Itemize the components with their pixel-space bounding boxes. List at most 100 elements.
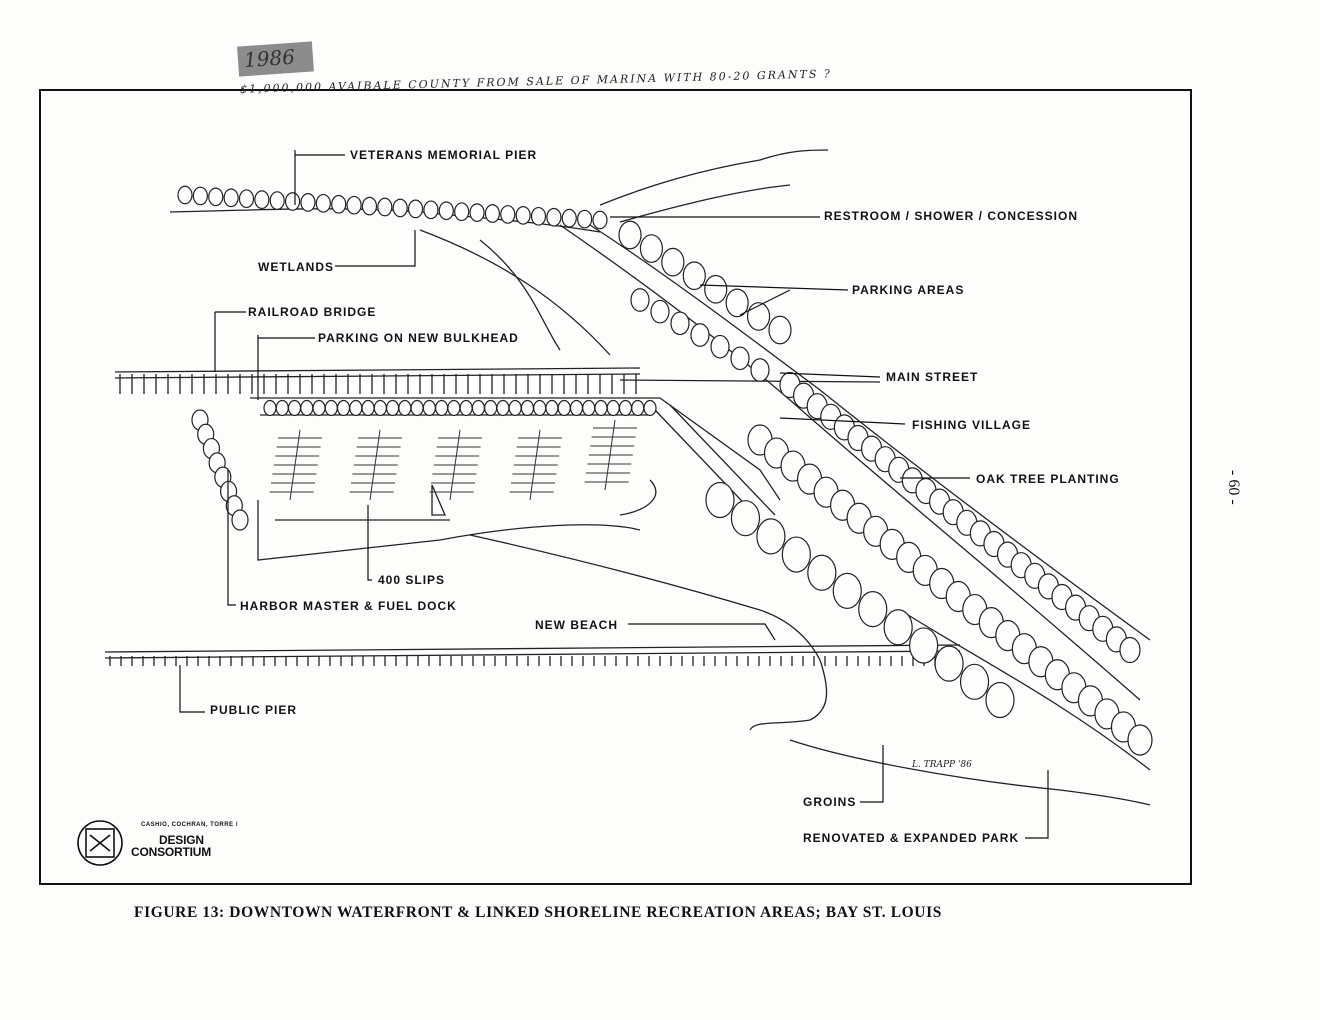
tree [690,323,710,347]
tree [909,627,939,664]
tree [750,358,770,382]
park-shoreline [749,659,828,731]
tree [177,185,193,205]
tree [349,399,363,417]
tree [630,288,650,312]
label-harbor-master: HARBOR MASTER & FUEL DOCK [240,599,457,613]
tree [410,399,424,417]
label-groins: GROINS [803,795,857,809]
label-main-street: MAIN STREET [886,370,979,384]
tree [238,189,255,209]
label-renovated-park: RENOVATED & EXPANDED PARK [803,831,1020,845]
tree [269,191,285,210]
tree [832,572,862,610]
tree [781,536,811,573]
tree [561,208,577,228]
tree [422,399,436,417]
tree [496,399,510,417]
tree [361,399,375,417]
tree [618,399,633,417]
tree [515,206,531,225]
tree [670,311,690,336]
tree [208,187,224,207]
tree [577,209,593,229]
tree [569,399,584,417]
tree [471,399,485,417]
tree [730,500,761,537]
tree [725,288,749,318]
label-400-slips: 400 SLIPS [378,573,446,587]
label-fishing-village: FISHING VILLAGE [912,418,1032,432]
label-veterans-memorial-pier: VETERANS MEMORIAL PIER [350,148,538,162]
label-oak-tree-planting: OAK TREE PLANTING [976,472,1120,486]
logo-text-design: DESIGN [159,833,204,847]
tree [756,518,786,555]
tree [454,202,470,222]
tree [324,399,338,417]
tree [300,399,314,417]
tree [768,315,792,345]
tree [423,200,439,220]
tree [934,645,964,682]
tree [361,196,378,216]
tree [807,554,837,591]
tree [710,334,730,359]
tree [643,399,657,417]
tree [484,399,498,417]
tree [592,210,608,230]
tree [639,234,664,263]
tree [546,207,562,227]
tree [631,399,645,417]
tree [730,346,750,371]
label-wetlands: WETLANDS [258,260,334,274]
tree [192,186,208,206]
logo-small-text: CASHIO, COCHRAN, TORRE / [141,822,238,828]
tree [254,190,270,209]
tree [746,302,771,331]
tree [469,203,485,222]
tree [377,197,393,217]
tree [407,199,424,219]
tree [484,204,501,223]
label-new-beach: NEW BEACH [535,618,618,632]
harbor-bulkhead [250,397,781,501]
leader-lines [179,150,1049,839]
tree [985,681,1015,719]
public-pier [104,644,961,666]
logo-mark [77,820,123,866]
tree [545,399,559,417]
tree [682,261,706,291]
railroad-bridge [114,367,641,394]
tree [392,198,408,218]
tree [533,399,547,417]
tree [435,399,449,417]
tree [858,590,888,628]
tree [704,274,728,304]
tree [263,399,277,417]
figure-frame [39,89,1192,885]
hill-outline [599,149,829,206]
handwritten-year: 1986 [237,41,314,77]
tree [650,299,670,324]
tree [1119,636,1141,664]
tree [520,399,535,417]
tree [661,247,685,277]
tree [557,399,571,417]
label-parking-bulkhead: PARKING ON NEW BULKHEAD [318,331,519,345]
new-beach-edge [469,534,821,661]
tree [398,399,412,417]
tree [275,399,289,417]
tree [300,193,316,212]
tree [312,399,326,417]
tree [331,194,347,214]
tree [959,663,990,700]
tree [231,509,249,531]
tree [1127,724,1153,756]
label-restroom: RESTROOM / SHOWER / CONCESSION [824,209,1079,223]
logo-text-consortium: CONSORTIUM [131,845,211,859]
tree [582,399,596,417]
tree [346,195,362,215]
tree [438,201,454,221]
tree [883,609,913,646]
